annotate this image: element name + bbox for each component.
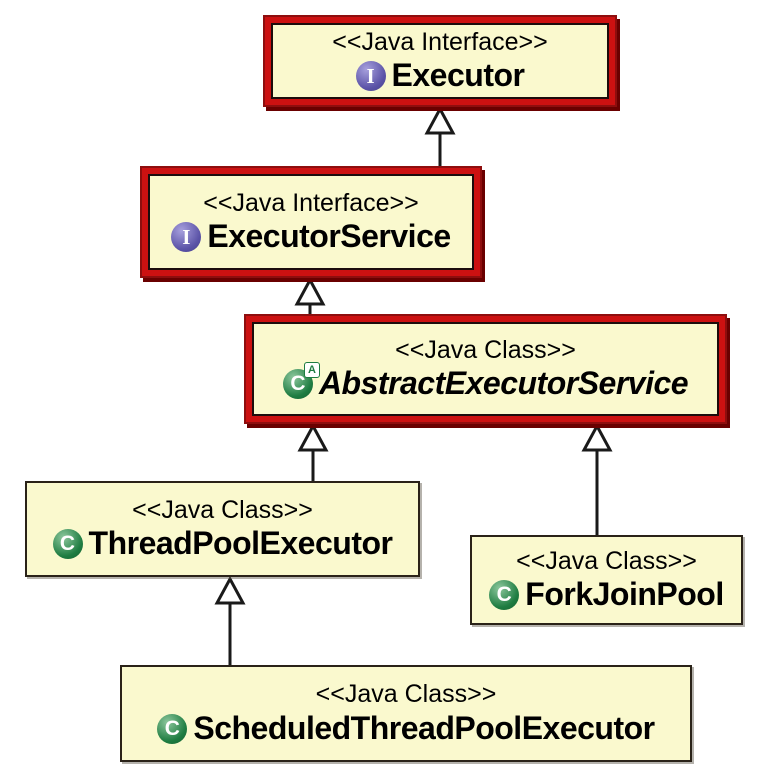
generalization-arrowhead (214, 575, 246, 605)
generalization-arrowhead (424, 105, 456, 135)
java-interface-icon: I (355, 61, 386, 92)
stereotype-label: <<Java Class>> (516, 546, 697, 575)
generalization-arrowhead (294, 276, 326, 306)
class-icon-letter: C (164, 716, 180, 740)
java-class-icon: C (52, 529, 83, 560)
generalization-arrowhead (581, 422, 613, 452)
stereotype-label: <<Java Class>> (315, 680, 497, 709)
class-box-threadpoolexecutor: <<Java Class>> C ThreadPoolExecutor (25, 481, 420, 577)
stereotype-label: <<Java Class>> (132, 495, 313, 524)
class-name-row: C ThreadPoolExecutor (52, 525, 393, 562)
edge-forkjoinpool-to-abstractexecutorservice (581, 422, 613, 535)
class-box-executor: <<Java Interface>> I Executor (271, 23, 609, 99)
class-name: ExecutorService (207, 218, 451, 255)
class-box-executorservice: <<Java Interface>> I ExecutorService (148, 174, 474, 270)
edge-scheduledthreadpoolexecutor-to-threadpoolexecutor (214, 575, 246, 665)
generalization-arrowhead (297, 422, 329, 452)
class-name: Executor (391, 57, 525, 94)
stereotype-label: <<Java Class>> (395, 335, 576, 364)
class-icon-letter: C (496, 583, 512, 607)
class-name: ScheduledThreadPoolExecutor (193, 709, 655, 746)
class-box-forkjoinpool: <<Java Class>> C ForkJoinPool (470, 535, 743, 625)
stereotype-label: <<Java Interface>> (332, 27, 548, 56)
class-name-row: C ForkJoinPool (489, 576, 724, 613)
java-interface-icon: I (171, 222, 202, 253)
class-name-row: C A AbstractExecutorService (282, 362, 689, 402)
class-name-row: I Executor (355, 57, 525, 94)
class-box-abstractexecutorservice: <<Java Class>> C A AbstractExecutorServi… (252, 322, 719, 416)
edge-threadpoolexecutor-to-abstractexecutorservice (297, 422, 329, 481)
java-class-icon: C (489, 580, 520, 611)
edge-executorservice-to-executor (424, 105, 456, 166)
class-icon-letter: C (290, 372, 306, 396)
class-box-scheduledthreadpoolexecutor: <<Java Class>> C ScheduledThreadPoolExec… (120, 665, 692, 762)
class-name-row: I ExecutorService (171, 218, 451, 255)
class-name: AbstractExecutorService (318, 365, 689, 402)
stereotype-label: <<Java Interface>> (203, 188, 419, 217)
edge-abstractexecutorservice-to-executorservice (294, 276, 326, 314)
interface-icon-letter: I (366, 63, 375, 88)
class-name: ThreadPoolExecutor (88, 525, 393, 562)
java-class-icon: C (157, 713, 188, 744)
interface-icon-letter: I (182, 224, 191, 249)
abstract-badge: A (303, 362, 320, 379)
java-abstract-class-icon: C A (282, 362, 320, 400)
class-name: ForkJoinPool (525, 576, 724, 613)
class-icon-letter: C (59, 532, 76, 556)
class-name-row: C ScheduledThreadPoolExecutor (157, 709, 655, 746)
